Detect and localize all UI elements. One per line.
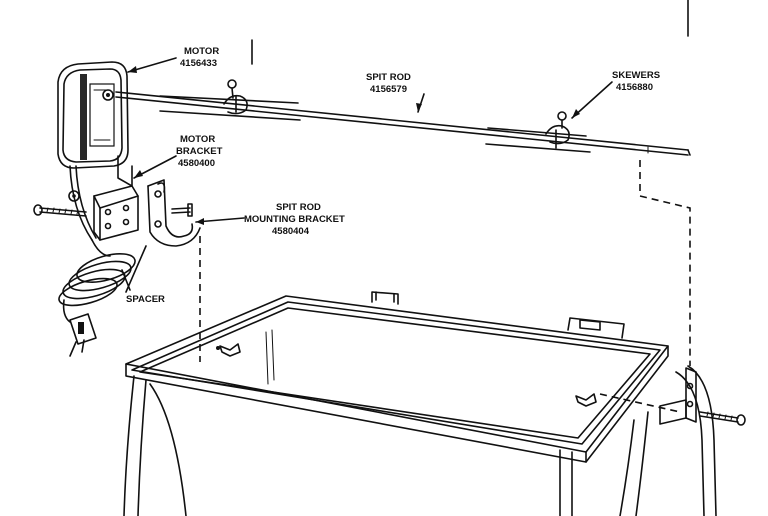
skewer-right bbox=[485, 111, 591, 153]
wing-nut-left bbox=[216, 343, 241, 357]
motor-number: 4156433 bbox=[180, 58, 217, 69]
label-mounting-bracket: SPIT ROD MOUNTING BRACKET 4580404 bbox=[244, 202, 345, 237]
spacer-name: SPACER bbox=[126, 294, 165, 305]
right-mounting-bracket bbox=[659, 367, 697, 425]
motor-name: MOTOR bbox=[184, 46, 219, 57]
power-cord bbox=[58, 165, 136, 323]
motor-bracket-name-2: BRACKET bbox=[176, 146, 223, 157]
mounting-bracket-number: 4580404 bbox=[272, 226, 310, 237]
screw-right bbox=[699, 411, 746, 426]
label-motor-bracket: MOTOR BRACKET 4580400 bbox=[176, 134, 223, 169]
spit-rod-number: 4156579 bbox=[370, 84, 407, 95]
edge-marks bbox=[251, 0, 689, 65]
label-motor: MOTOR 4156433 bbox=[180, 46, 219, 69]
mounting-bracket-name-2: MOUNTING BRACKET bbox=[244, 214, 345, 225]
skewer-left bbox=[159, 79, 301, 121]
skewers-name: SKEWERS bbox=[612, 70, 660, 81]
plug bbox=[69, 313, 97, 357]
skewers-number: 4156880 bbox=[616, 82, 653, 93]
basin-handle-back bbox=[371, 291, 399, 305]
spit-rod-mounting-bracket bbox=[147, 179, 201, 247]
motor-bracket-name-1: MOTOR bbox=[180, 134, 215, 145]
mounting-bracket-name-1: SPIT ROD bbox=[276, 202, 321, 213]
motor-bracket bbox=[93, 155, 139, 241]
label-skewers: SKEWERS 4156880 bbox=[612, 70, 660, 93]
motor-bracket-number: 4580400 bbox=[178, 158, 215, 169]
wing-nut-right bbox=[575, 393, 597, 407]
label-spacer: SPACER bbox=[126, 294, 165, 305]
motor-housing bbox=[57, 61, 129, 169]
spit-rod-name: SPIT ROD bbox=[366, 72, 411, 83]
spit-rod bbox=[115, 91, 691, 156]
grill-basin bbox=[125, 295, 669, 463]
basin-handle-right bbox=[567, 317, 625, 339]
label-spit-rod: SPIT ROD 4156579 bbox=[366, 72, 411, 95]
leader-lines bbox=[121, 57, 613, 293]
screw-bracket bbox=[171, 203, 193, 217]
